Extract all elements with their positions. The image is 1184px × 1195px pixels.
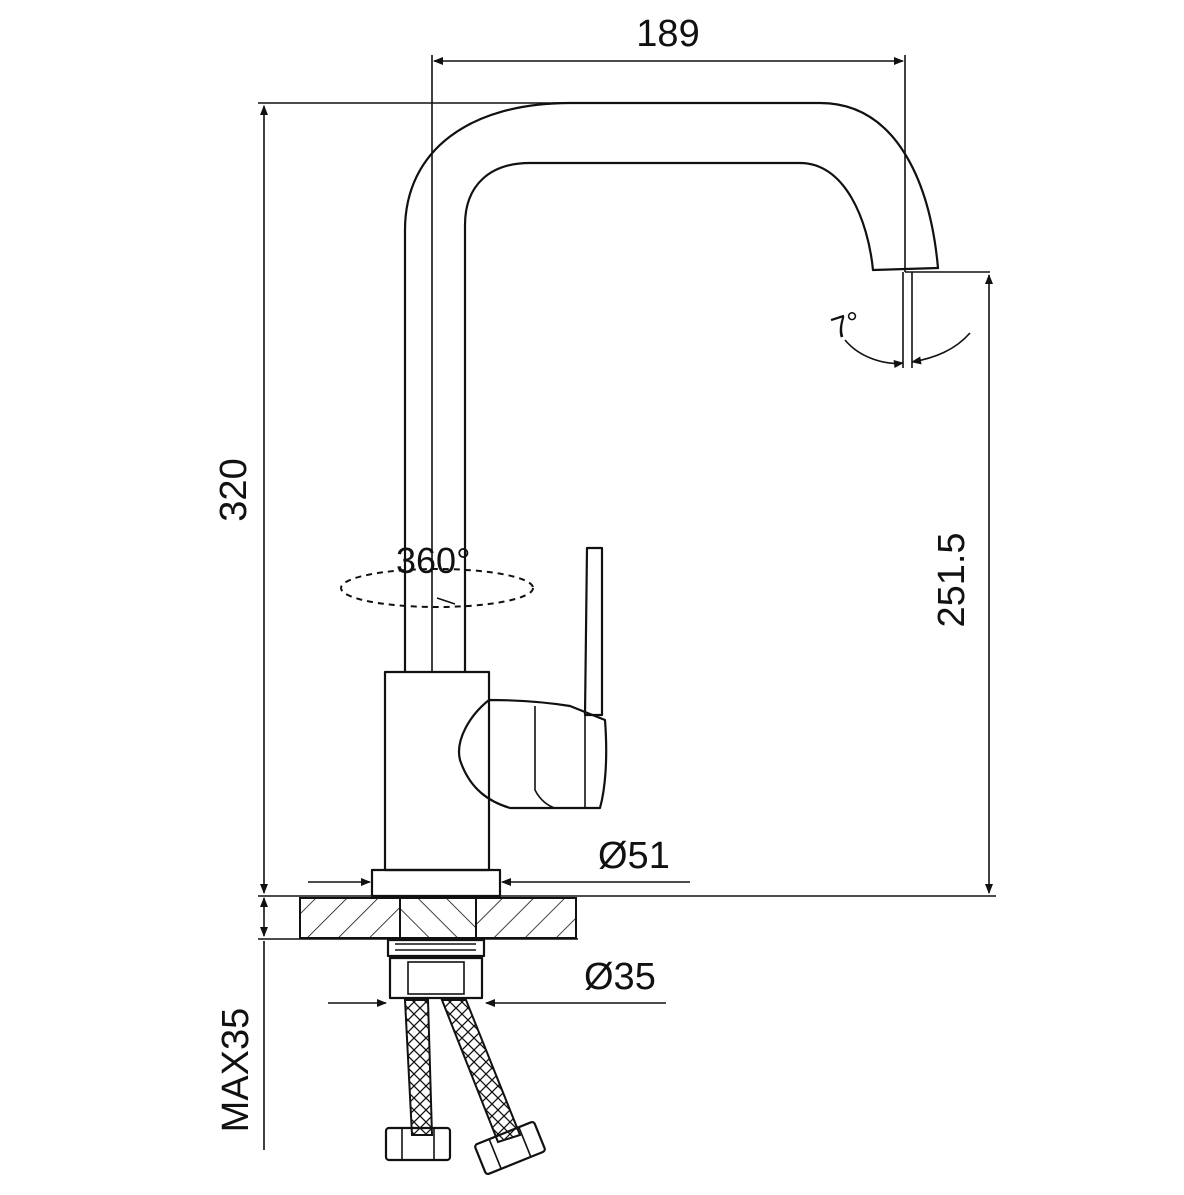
dimension-shank-diameter-label: Ø35 [584,956,656,998]
spout [403,101,940,674]
dimension-spout-height-label: 251.5 [931,532,973,627]
base-flange [370,868,502,898]
dimension-max-counter: MAX35 [215,897,268,1150]
shank-nut [386,938,486,1000]
dimension-base-diameter: Ø51 [308,835,690,886]
supply-hoses [384,999,546,1176]
countertop-section [258,895,996,940]
dimension-spout-height: 251.5 [931,274,993,894]
dimension-total-height-label: 320 [213,458,255,521]
dimension-width-label: 189 [636,13,699,55]
tilt-angle-mark: 7° [828,306,971,368]
dimension-base-diameter-label: Ø51 [598,835,670,877]
dimension-width: 189 [431,13,906,672]
dimension-total-height: 320 [213,102,575,894]
swivel-angle-label: 360° [396,540,470,581]
aerator-outlet [902,271,990,368]
tilt-angle-label: 7° [828,306,865,346]
swivel-indicator: 360° [340,540,534,608]
mixer-body [383,546,608,872]
dimension-shank-diameter: Ø35 [328,956,666,1007]
dimension-max-counter-label: MAX35 [215,1008,257,1133]
